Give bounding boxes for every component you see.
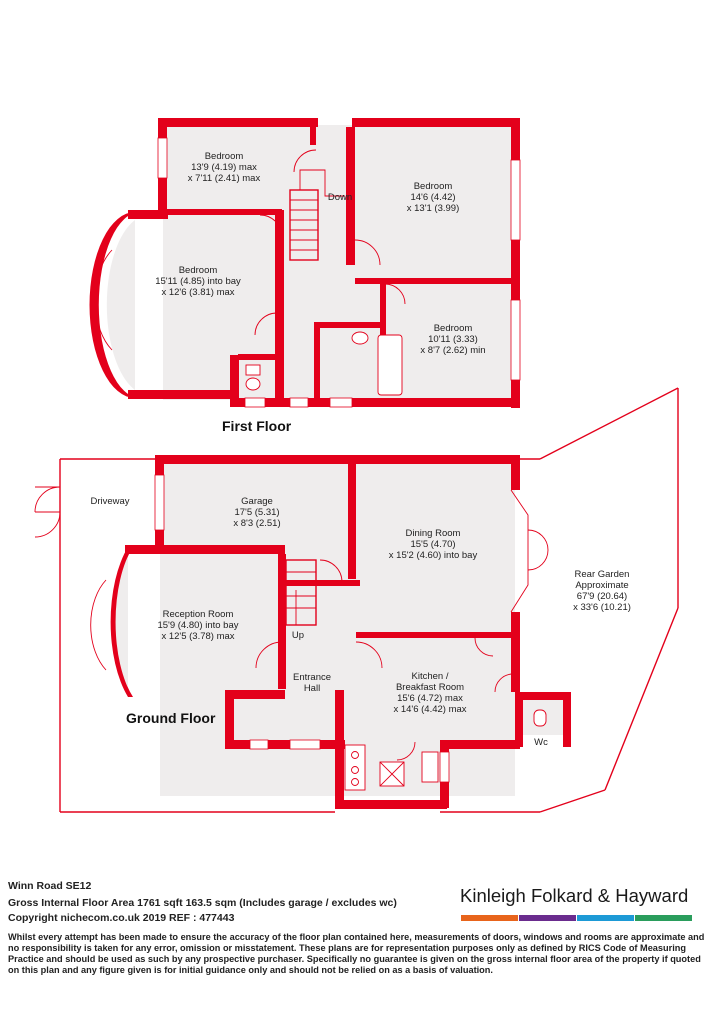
wc-pan-ground xyxy=(533,709,547,727)
bay-window-first xyxy=(89,212,140,398)
bay-glazing-ground xyxy=(90,579,107,671)
down-label: Down xyxy=(328,192,352,203)
brand-logo-text: Kinleigh Folkard & Hayward xyxy=(460,885,689,906)
bed4-size2: x 8'7 (2.62) min xyxy=(420,345,485,356)
hob-ring xyxy=(351,766,359,774)
dining-name: Dining Room xyxy=(406,528,461,539)
ground-floor-title: Ground Floor xyxy=(126,710,216,726)
kitchen-size1: 15'6 (4.72) max xyxy=(397,693,463,704)
bed4-name: Bedroom xyxy=(434,323,473,334)
up-label: Up xyxy=(292,630,304,641)
driveway-label: Driveway xyxy=(90,496,129,507)
garden-name: Rear Garden xyxy=(575,569,630,580)
bay-window-ground xyxy=(110,547,133,697)
disclaimer: Whilst every attempt has been made to en… xyxy=(8,932,705,975)
copyright: Copyright nichecom.co.uk 2019 REF : 4774… xyxy=(8,912,235,924)
floor-area: Gross Internal Floor Area 1761 sqft 163.… xyxy=(8,897,397,909)
reception-size2: x 12'5 (3.78) max xyxy=(161,631,234,642)
bed1-size2: x 7'11 (2.41) max xyxy=(188,173,261,184)
window-bed2 xyxy=(510,159,521,241)
bed3-size1: 15'11 (4.85) into bay xyxy=(155,276,241,287)
hall-name: Entrance xyxy=(293,672,331,683)
kitchen-name: Kitchen / xyxy=(412,671,449,682)
ground-floor-plan: Garage 17'5 (5.31) x 8'3 (2.51) Dining R… xyxy=(34,387,679,813)
window-landing xyxy=(289,397,309,408)
garage-size2: x 8'3 (2.51) xyxy=(233,518,280,529)
kitchen-name2: Breakfast Room xyxy=(396,682,464,693)
brand-bar-purple xyxy=(519,915,576,921)
first-floor-fill xyxy=(163,125,518,400)
garage-name: Garage xyxy=(241,496,273,507)
bed3-name: Bedroom xyxy=(179,265,218,276)
dining-bay xyxy=(510,489,529,613)
bed1-name: Bedroom xyxy=(205,151,244,162)
garage-size1: 17'5 (5.31) xyxy=(234,507,279,518)
bay-fill-first xyxy=(106,220,135,390)
door-swings-ground xyxy=(255,559,514,761)
brand-bar-green xyxy=(635,915,692,921)
window-bed1 xyxy=(157,137,168,179)
window-bed4 xyxy=(510,299,521,381)
bay-glazing-first xyxy=(94,249,113,351)
kitchen-size2: x 14'6 (4.42) max xyxy=(393,704,466,715)
bed3-size2: x 12'6 (3.81) max xyxy=(161,287,234,298)
driveway-gates xyxy=(34,486,61,538)
garden-size1: 67'9 (20.64) xyxy=(577,591,627,602)
staircase-ground xyxy=(285,559,317,626)
garden-name2: Approximate xyxy=(575,580,628,591)
bed2-size1: 14'6 (4.42) xyxy=(410,192,455,203)
window-bath xyxy=(329,397,353,408)
bathtub xyxy=(377,334,403,396)
plot-boundary xyxy=(59,387,679,813)
dining-size2: x 15'2 (4.60) into bay xyxy=(389,550,478,561)
bed2-name: Bedroom xyxy=(414,181,453,192)
hob-ring xyxy=(351,751,359,759)
window-cloak xyxy=(249,739,269,750)
hob-ring xyxy=(351,778,359,786)
window-wc-first xyxy=(244,397,266,408)
reception-name: Reception Room xyxy=(163,609,234,620)
french-doors xyxy=(527,529,549,571)
hob xyxy=(344,744,366,791)
first-floor-plan: Bedroom 13'9 (4.19) max x 7'11 (2.41) ma… xyxy=(89,118,521,434)
window-kitchen xyxy=(439,751,450,783)
bed2-size2: x 13'1 (3.99) xyxy=(407,203,460,214)
wc-pan-first xyxy=(245,377,261,391)
reception-size1: 15'9 (4.80) into bay xyxy=(157,620,238,631)
first-floor-title: First Floor xyxy=(222,418,292,434)
hall-name2: Hall xyxy=(304,683,320,694)
brand-bar-blue xyxy=(577,915,634,921)
floor-plan: Bedroom 13'9 (4.19) max x 7'11 (2.41) ma… xyxy=(34,118,679,813)
brand-bar-orange xyxy=(461,915,518,921)
boiler-cross xyxy=(379,761,405,787)
wc-cistern-first xyxy=(245,364,261,376)
staircase-first xyxy=(289,169,345,261)
garden-size2: x 33'6 (10.21) xyxy=(573,602,631,613)
bed4-size1: 10'11 (3.33) xyxy=(428,334,478,345)
dining-size1: 15'5 (4.70) xyxy=(410,539,455,550)
property-address: Winn Road SE12 xyxy=(8,880,92,892)
window-garage xyxy=(154,474,165,531)
bed1-size1: 13'9 (4.19) max xyxy=(191,162,257,173)
basin-first xyxy=(351,331,369,345)
front-door xyxy=(289,739,321,750)
wc-label: Wc xyxy=(534,737,548,748)
door-swings-first xyxy=(254,149,406,336)
kitchen-sink xyxy=(421,751,439,783)
